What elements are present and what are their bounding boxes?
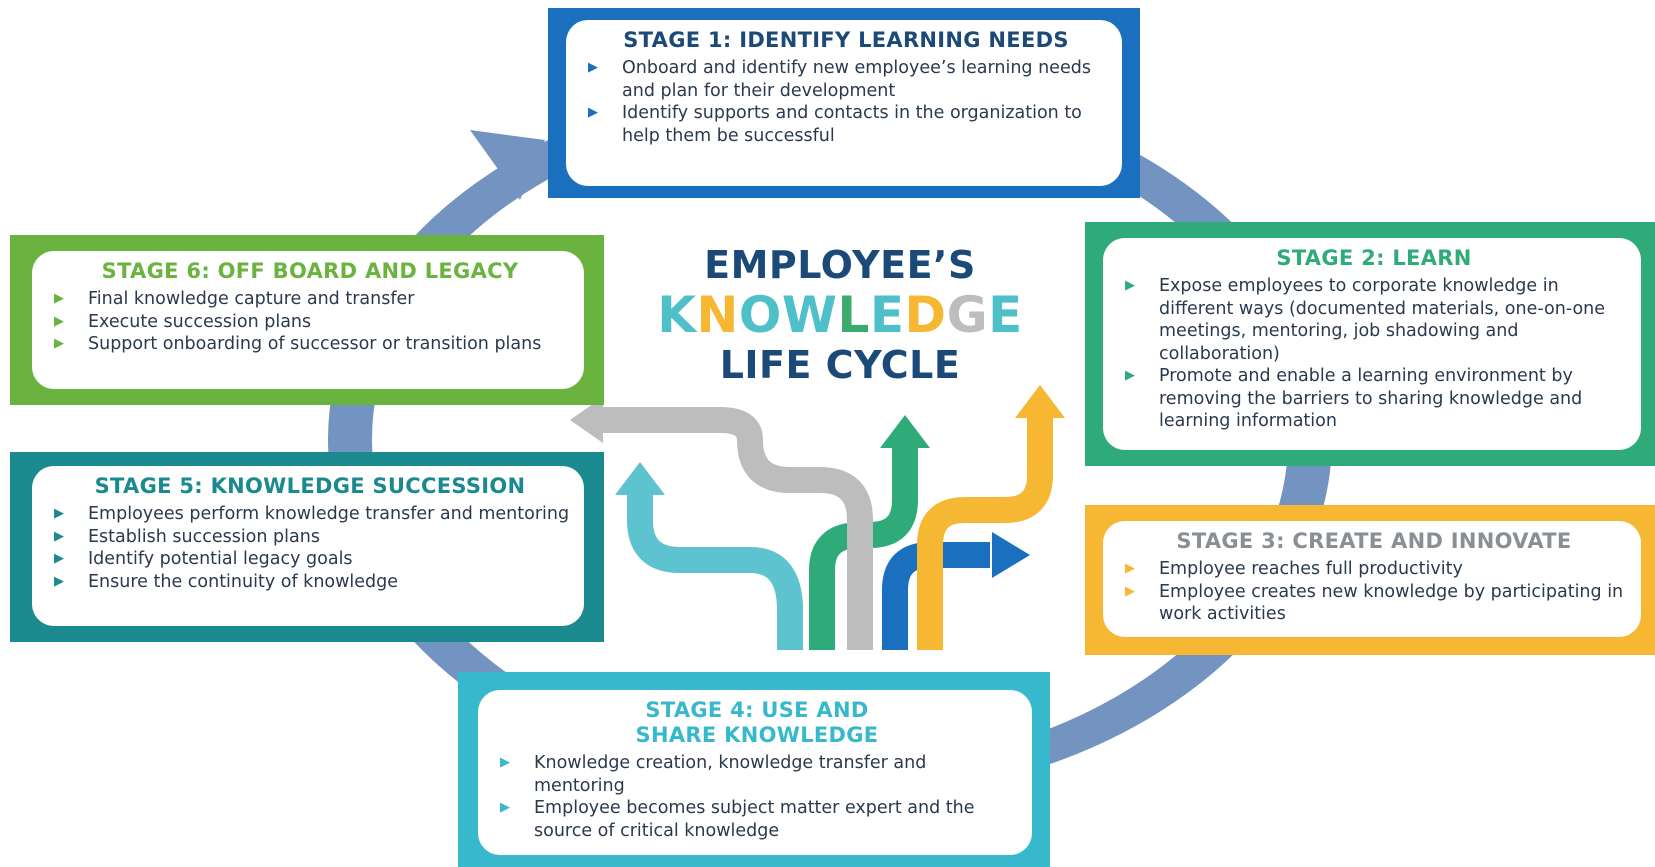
stage-1-bullet-1: ▶Onboard and identify new employee’s lea…: [588, 58, 1091, 101]
knowledge-letter: N: [696, 286, 739, 344]
stage-1-box: STAGE 1: IDENTIFY LEARNING NEEDS ▶Onboar…: [548, 8, 1140, 198]
stage-2-box: STAGE 2: LEARN ▶Expose employees to corp…: [1085, 222, 1655, 466]
triangle-right-icon: ▶: [500, 800, 510, 815]
triangle-right-icon: ▶: [54, 313, 64, 329]
stage-3-box: STAGE 3: CREATE AND INNOVATE ▶Employee r…: [1085, 505, 1655, 655]
stage-3-title: STAGE 3: CREATE AND INNOVATE: [1176, 529, 1572, 553]
stage-4-bullet-1: ▶Knowledge creation, knowledge transfer …: [500, 753, 927, 796]
triangle-right-icon: ▶: [1125, 561, 1135, 576]
knowledge-letter: E: [988, 286, 1023, 344]
stage-5-bullet-4: ▶Ensure the continuity of knowledge: [54, 571, 399, 592]
arrowhead-gray-icon: [570, 397, 603, 443]
stage-2-bullet-1: ▶Expose employees to corporate knowledge…: [1125, 276, 1606, 364]
arrowhead-yellow-icon: [1015, 385, 1065, 418]
triangle-right-icon: ▶: [588, 105, 598, 120]
stage-2-bullet-2: ▶Promote and enable a learning environme…: [1125, 366, 1583, 431]
cycle-arrowhead-icon: [470, 130, 545, 200]
triangle-right-icon: ▶: [54, 573, 64, 589]
triangle-right-icon: ▶: [54, 506, 64, 521]
center-title-line1: EMPLOYEE’S: [704, 243, 976, 287]
stage-1-bullet-2: ▶Identify supports and contacts in the o…: [588, 103, 1082, 146]
knowledge-letter: K: [657, 286, 697, 344]
stage-5-bullet-3: ▶Identify potential legacy goals: [54, 549, 353, 569]
center-arrow-gray: [600, 407, 873, 650]
center-arrow-teal: [627, 490, 803, 650]
knowledge-letter: O: [738, 286, 782, 344]
stage-5-bullet-1: ▶Employees perform knowledge transfer an…: [54, 504, 570, 524]
triangle-right-icon: ▶: [1125, 368, 1135, 383]
triangle-right-icon: ▶: [1125, 278, 1135, 293]
stage-4-box: STAGE 4: USE AND SHARE KNOWLEDGE ▶Knowle…: [458, 672, 1050, 867]
center-arrow-yellow: [917, 410, 1053, 650]
triangle-right-icon: ▶: [500, 755, 510, 770]
center-title: EMPLOYEE’S KNOWLEDGE LIFE CYCLE: [600, 242, 1080, 388]
stage-2-title: STAGE 2: LEARN: [1276, 246, 1472, 270]
stage-6-bullet-2: ▶Execute succession plans: [54, 311, 312, 332]
triangle-right-icon: ▶: [588, 60, 598, 75]
stage-1-bullets: ▶Onboard and identify new employee’s lea…: [584, 57, 1108, 147]
stage-1-title: STAGE 1: IDENTIFY LEARNING NEEDS: [623, 28, 1069, 52]
knowledge-letter: G: [946, 286, 989, 344]
arrowhead-green-icon: [880, 415, 930, 448]
triangle-right-icon: ▶: [54, 551, 64, 566]
stage-3-bullets: ▶Employee reaches full productivity ▶Emp…: [1121, 558, 1627, 626]
stage-6-bullets: ▶Final knowledge capture and transfer ▶E…: [50, 288, 570, 356]
knowledge-letter: E: [869, 286, 905, 344]
stage-2-bullets: ▶Expose employees to corporate knowledge…: [1121, 275, 1627, 433]
stage-4-title-line1: STAGE 4: USE AND: [645, 698, 869, 722]
stage-6-box: STAGE 6: OFF BOARD AND LEGACY ▶Final kno…: [10, 235, 604, 405]
stage-6-bullet-3: ▶Support onboarding of successor or tran…: [54, 334, 542, 354]
knowledge-letter: L: [837, 286, 870, 344]
stage-4-bullet-2: ▶Employee becomes subject matter expert …: [500, 798, 975, 841]
stage-3-bullet-2: ▶Employee creates new knowledge by parti…: [1125, 581, 1624, 625]
stage-6-bullet-1: ▶Final knowledge capture and transfer: [54, 289, 415, 309]
triangle-right-icon: ▶: [54, 336, 64, 351]
stage-5-bullet-2: ▶Establish succession plans: [54, 526, 320, 547]
arrowhead-teal-icon: [615, 462, 665, 495]
center-title-line2: KNOWLEDGE: [600, 288, 1080, 342]
stage-6-title: STAGE 6: OFF BOARD AND LEGACY: [101, 259, 519, 283]
stage-5-box: STAGE 5: KNOWLEDGE SUCCESSION ▶Employees…: [10, 452, 604, 642]
center-title-line3: LIFE CYCLE: [719, 343, 961, 387]
stage-3-bullet-1: ▶Employee reaches full productivity: [1125, 559, 1463, 579]
stage-5-bullets: ▶Employees perform knowledge transfer an…: [50, 503, 570, 593]
knowledge-letter: D: [904, 286, 947, 344]
triangle-right-icon: ▶: [54, 528, 64, 544]
center-arrows: [600, 407, 1053, 650]
stage-4-title-line2: SHARE KNOWLEDGE: [635, 723, 879, 747]
triangle-right-icon: ▶: [1125, 583, 1135, 599]
stage-5-title: STAGE 5: KNOWLEDGE SUCCESSION: [94, 474, 526, 498]
triangle-right-icon: ▶: [54, 291, 64, 306]
knowledge-letter: W: [781, 286, 838, 344]
stage-4-bullets: ▶Knowledge creation, knowledge transfer …: [496, 752, 1018, 842]
arrowhead-blue-icon: [992, 532, 1030, 578]
